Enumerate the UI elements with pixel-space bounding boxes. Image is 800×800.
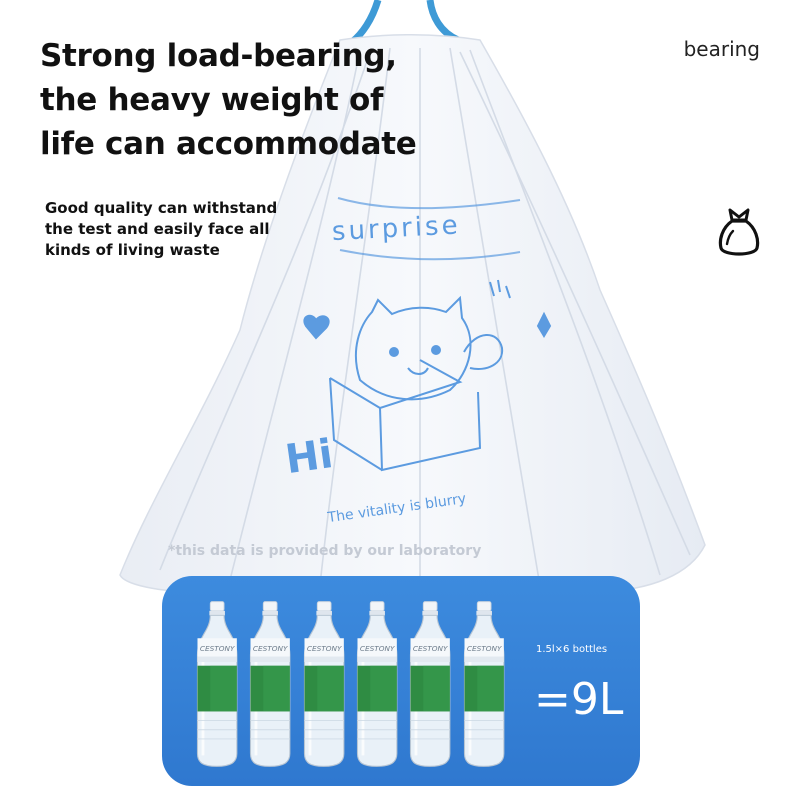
- description-line: kinds of living waste: [45, 241, 220, 259]
- bag-print: [303, 197, 552, 472]
- capacity-total: =9L: [534, 674, 624, 725]
- water-bottle: CESTONY: [196, 601, 238, 767]
- capacity-panel: CESTONY CESTONY CESTONY CESTONY CESTONY CESTO…: [162, 576, 640, 786]
- description-line: Good quality can withstand: [45, 199, 278, 217]
- description: Good quality can withstand the test and …: [45, 198, 345, 261]
- water-bottle: CESTONY: [250, 601, 291, 767]
- bag-print-greeting: Hi: [283, 431, 336, 483]
- feature-tag: bearing: [683, 37, 760, 61]
- bottle-brand-label: CESTONY: [200, 644, 235, 653]
- bottle-row: CESTONY CESTONY CESTONY CESTONY CESTONY CESTO…: [192, 592, 512, 776]
- bottle-brand-label: CESTONY: [360, 644, 395, 653]
- bottle-brand-label: CESTONY: [413, 644, 448, 653]
- headline-line: life can accommodate: [40, 126, 417, 162]
- lab-note: *this data is provided by our laboratory: [168, 543, 482, 559]
- headline-line: the heavy weight of: [40, 82, 384, 118]
- bottle-brand-label: CESTONY: [467, 644, 502, 653]
- bag-print-word: surprise: [331, 210, 461, 247]
- capacity-spec: 1.5l×6 bottles: [536, 644, 608, 655]
- water-bottle: CESTONY: [463, 601, 505, 767]
- headline-line: Strong load-bearing,: [40, 38, 397, 74]
- bottle-brand-label: CESTONY: [253, 644, 288, 653]
- headline: Strong load-bearing, the heavy weight of…: [40, 34, 460, 166]
- bag-body: [119, 34, 706, 593]
- description-line: the test and easily face all: [45, 220, 270, 238]
- water-bottle: CESTONY: [410, 601, 451, 767]
- water-bottle: CESTONY: [303, 601, 345, 767]
- bottle-brand-label: CESTONY: [307, 644, 342, 653]
- bag-folds: [159, 47, 691, 588]
- water-bottle: CESTONY: [356, 601, 398, 767]
- garbage-bag-icon: [718, 208, 760, 256]
